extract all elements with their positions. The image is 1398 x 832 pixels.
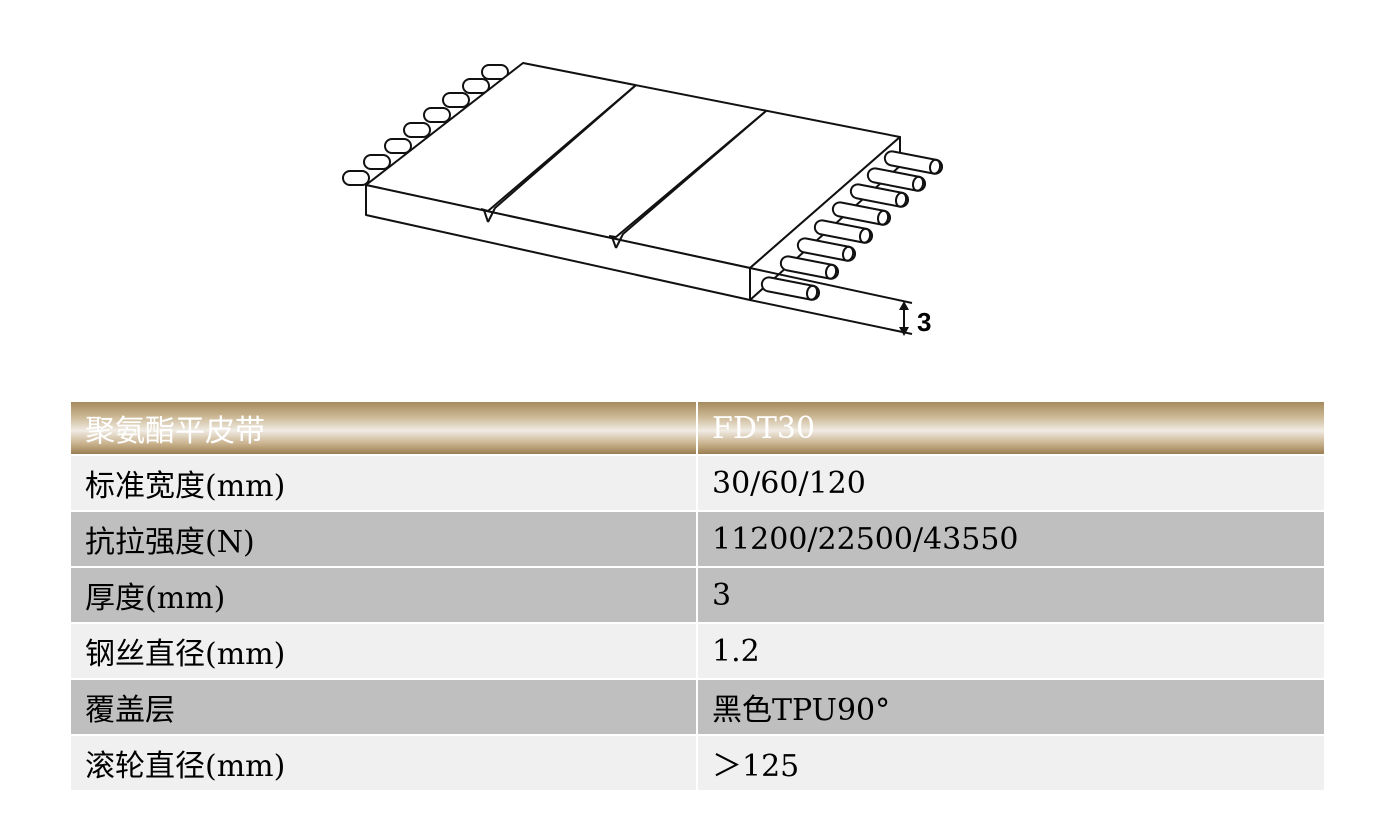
- row-label: 抗拉强度(N): [71, 511, 697, 568]
- table-row: 钢丝直径(mm) 1.2: [71, 623, 1324, 680]
- row-value: ＞125: [696, 735, 1324, 792]
- thickness-label: 3: [917, 307, 931, 337]
- row-label: 滚轮直径(mm): [71, 735, 697, 792]
- row-value: 3: [696, 567, 1324, 624]
- row-label: 厚度(mm): [71, 567, 697, 624]
- belt-diagram: 3: [330, 50, 970, 350]
- table-row: 厚度(mm) 3: [71, 567, 1324, 624]
- row-label: 覆盖层: [71, 679, 697, 736]
- left-steel-wires: [342, 64, 509, 186]
- belt-body: [365, 62, 901, 301]
- header-model: FDT30: [696, 402, 1324, 456]
- row-value: 1.2: [696, 623, 1324, 680]
- row-label: 钢丝直径(mm): [71, 623, 697, 680]
- right-steel-wires: [760, 150, 944, 301]
- row-value: 30/60/120: [696, 455, 1324, 512]
- table-row: 标准宽度(mm) 30/60/120: [71, 455, 1324, 512]
- table-row: 覆盖层 黑色TPU90°: [71, 679, 1324, 736]
- header-product-name: 聚氨酯平皮带: [71, 402, 697, 456]
- table-row: 滚轮直径(mm) ＞125: [71, 735, 1324, 792]
- spec-table: 聚氨酯平皮带 FDT30 标准宽度(mm) 30/60/120 抗拉强度(N) …: [71, 402, 1324, 792]
- row-label: 标准宽度(mm): [71, 455, 697, 512]
- table-row: 抗拉强度(N) 11200/22500/43550: [71, 511, 1324, 568]
- row-value: 11200/22500/43550: [696, 511, 1324, 568]
- table-header-row: 聚氨酯平皮带 FDT30: [71, 402, 1324, 456]
- thickness-dimension: 3: [749, 267, 931, 337]
- row-value: 黑色TPU90°: [696, 679, 1324, 736]
